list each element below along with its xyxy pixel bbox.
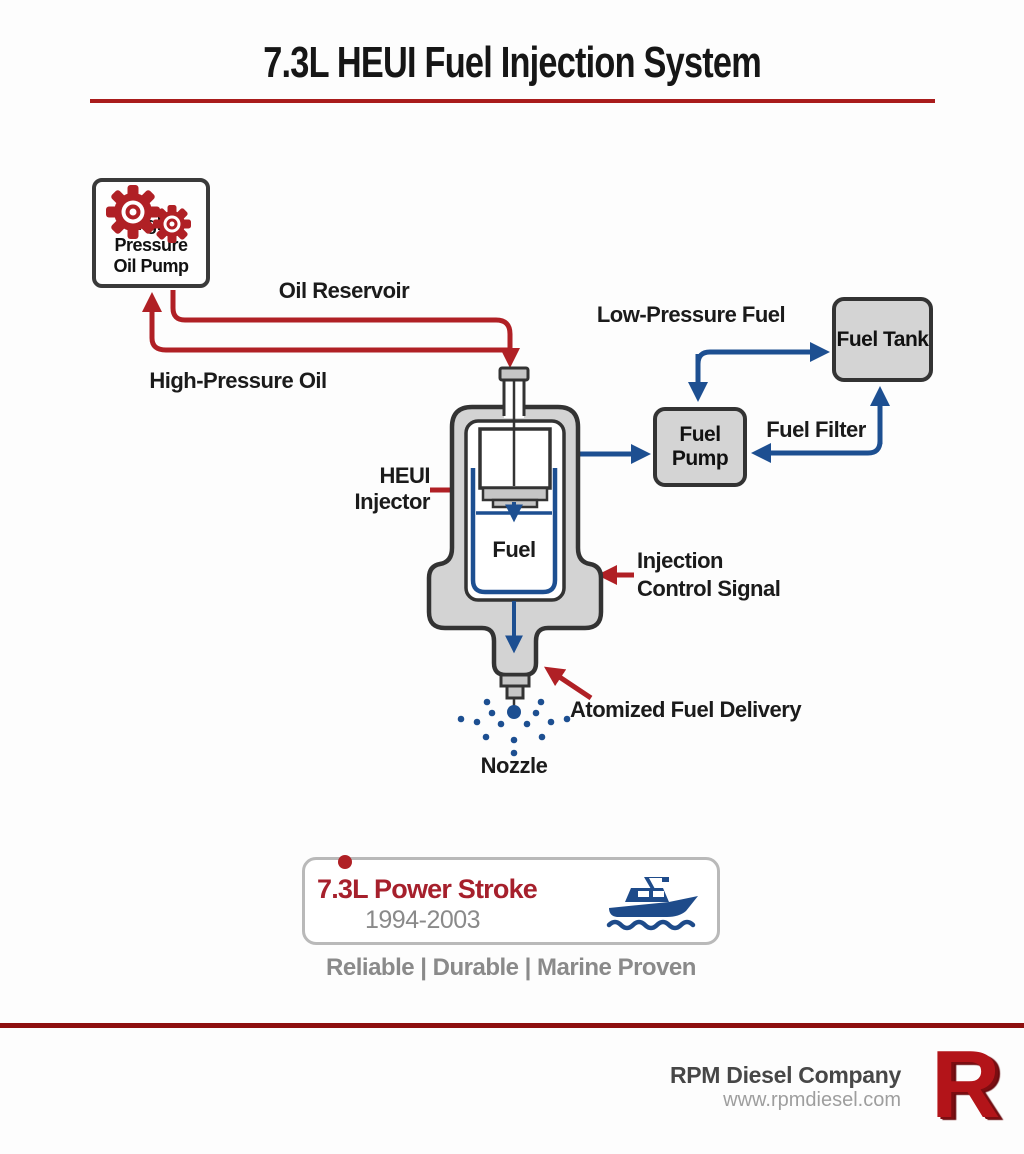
fuel-tank-box: Fuel Tank: [832, 297, 933, 382]
footer-company: RPM Diesel Company: [669, 1062, 901, 1088]
footer-rule: [0, 1023, 1024, 1028]
injector-stem-fill: [504, 370, 524, 418]
fuel-tank-label: Fuel Tank: [836, 327, 929, 351]
label-fuel: Fuel: [492, 537, 536, 562]
label-injection-line1: Injection: [637, 548, 723, 573]
label-low-pressure-fuel: Low-Pressure Fuel: [596, 302, 786, 327]
label-nozzle: Nozzle: [480, 753, 548, 778]
fuel-pump-label-line1: Fuel: [679, 423, 721, 446]
nozzle-step-upper: [499, 673, 531, 688]
label-heui-injector: HEUI Injector: [354, 463, 431, 515]
injector-inner-cavity: [464, 419, 566, 602]
boat-icon: [606, 877, 698, 931]
boat-mast: [644, 877, 669, 889]
badge-years: 1994-2003: [365, 906, 481, 934]
label-heui-line2: Injector: [354, 489, 431, 514]
atomized-fuel-arrow: [544, 666, 593, 701]
fuel-cup: [470, 468, 558, 595]
page-title: 7.3L HEUI Fuel Injection System: [0, 38, 1024, 88]
atomized-spray-dots: [457, 698, 571, 757]
oil-pump-box: High-Pressure Oil Pump: [92, 178, 210, 288]
plunger-foot-upper: [481, 486, 549, 502]
boat-waves: [606, 919, 696, 931]
page-title-text: 7.3L HEUI Fuel Injection System: [263, 38, 762, 87]
fuel-pipe-to-tank: [695, 342, 830, 396]
label-atomized-fuel: Atomized Fuel Delivery: [570, 697, 802, 722]
label-oil-reservoir: Oil Reservoir: [278, 278, 410, 303]
plunger-foot-lower: [491, 498, 539, 509]
fuel-pump-box: Fuel Pump: [653, 407, 747, 487]
rpm-logo: R: [931, 1031, 1001, 1138]
engine-badge: 7.3L Power Stroke 1994-2003: [302, 855, 720, 945]
oil-pump-label-line1: High-Pressure: [114, 214, 188, 255]
injector-stem-cap: [498, 366, 530, 382]
footer-website: www.rpmdiesel.com: [723, 1089, 901, 1111]
label-injection-control: Injection Control Signal: [637, 547, 781, 603]
fuel-pump-label-line2: Pump: [671, 447, 729, 470]
badge-model: 7.3L Power Stroke: [317, 874, 538, 904]
injector-plunger: [478, 427, 552, 490]
badge-dot: [338, 855, 352, 869]
nozzle-step-lower: [505, 684, 525, 700]
title-underline: [90, 99, 935, 103]
oil-pump-label-line2: Oil Pump: [113, 256, 189, 276]
label-heui-line1: HEUI: [379, 463, 430, 488]
badge-tagline: Reliable | Durable | Marine Proven: [326, 954, 696, 981]
oil-pipe-return-to-pump: [142, 292, 512, 353]
label-fuel-filter: Fuel Filter: [766, 417, 866, 442]
label-high-pressure-oil: High-Pressure Oil: [149, 368, 327, 393]
boat-hull: [609, 896, 698, 917]
label-injection-line2: Control Signal: [637, 576, 781, 601]
